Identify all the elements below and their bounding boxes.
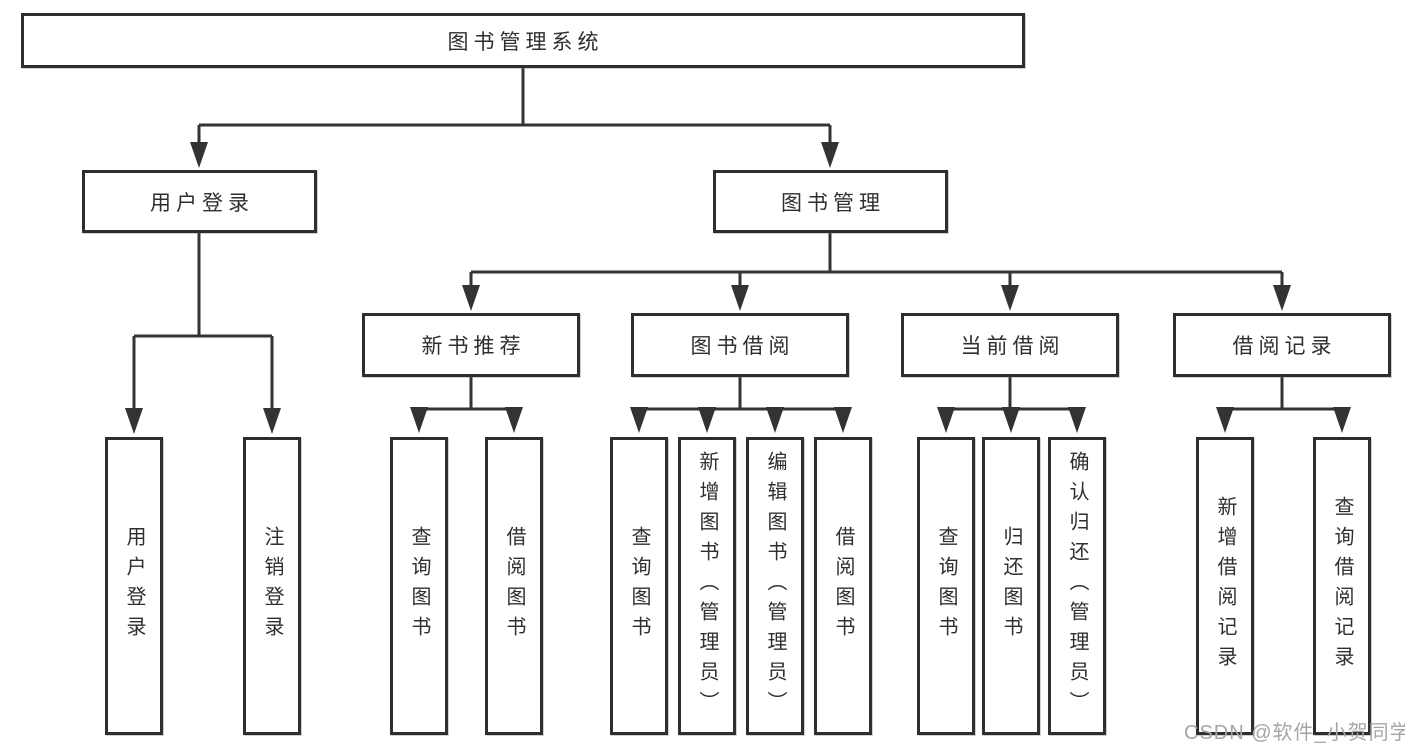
csdn-watermark: CSDN @软件_小贺同学 [1184,722,1405,744]
node-label: 新书推荐 [421,335,526,358]
leaf-label: 查询图书 [408,526,430,646]
node-label: 图书管理 [781,191,885,215]
connector-new-book-to-leaves [419,375,514,411]
node-new-book-recommend: 新书推荐 [362,313,580,377]
node-book-management: 图书管理 [713,170,948,233]
leaf-user-login: 用户登录 [105,437,163,735]
leaf-add-borrow-record: 新增借阅记录 [1196,437,1254,735]
leaf-logout: 注销登录 [243,437,301,735]
node-label: 图书借阅 [690,335,795,358]
leaf-label: 查询图书 [935,526,957,646]
leaf-label: 归还图书 [1000,526,1022,646]
leaf-label: 新增借阅记录 [1214,496,1236,676]
connector-current-borrow-to-leaves [946,375,1077,411]
node-current-borrow: 当前借阅 [901,313,1119,377]
leaf-query-books-recommend: 查询图书 [390,437,448,735]
leaf-label: 查询图书 [628,526,650,646]
leaf-label: 编辑图书（管理员） [764,451,786,721]
leaf-return-books: 归还图书 [982,437,1040,735]
leaf-label: 借阅图书 [832,526,854,646]
connector-user-login-to-leaves [132,232,274,410]
leaf-label: 新增图书（管理员） [696,451,718,721]
node-label: 借阅记录 [1232,335,1337,358]
leaf-add-book-admin: 新增图书（管理员） [678,437,736,735]
connector-book-management-to-level3 [469,231,1284,288]
node-label: 当前借阅 [960,335,1065,358]
leaf-query-books-current: 查询图书 [917,437,975,735]
node-book-borrow: 图书借阅 [631,313,849,377]
connector-root-to-level2 [197,66,832,146]
leaf-label: 查询借阅记录 [1331,496,1353,676]
connector-book-borrow-to-leaves [639,375,843,411]
leaf-query-books-borrow: 查询图书 [610,437,668,735]
node-user-login: 用户登录 [82,170,317,233]
leaf-label: 借阅图书 [503,526,525,646]
node-label: 用户登录 [150,191,254,215]
node-label: 图书管理系统 [447,30,604,54]
leaf-confirm-return-admin: 确认归还（管理员） [1048,437,1106,735]
node-borrow-records: 借阅记录 [1173,313,1391,377]
arrowheads [125,142,1351,434]
connector-borrow-records-to-leaves [1225,375,1342,411]
leaf-query-borrow-record: 查询借阅记录 [1313,437,1371,735]
leaf-borrow-books-recommend: 借阅图书 [485,437,543,735]
leaf-label: 确认归还（管理员） [1066,451,1088,721]
leaf-borrow-books: 借阅图书 [814,437,872,735]
leaf-edit-book-admin: 编辑图书（管理员） [746,437,804,735]
leaf-label: 用户登录 [123,526,145,646]
node-library-management-system: 图书管理系统 [21,13,1025,68]
leaf-label: 注销登录 [261,526,283,646]
